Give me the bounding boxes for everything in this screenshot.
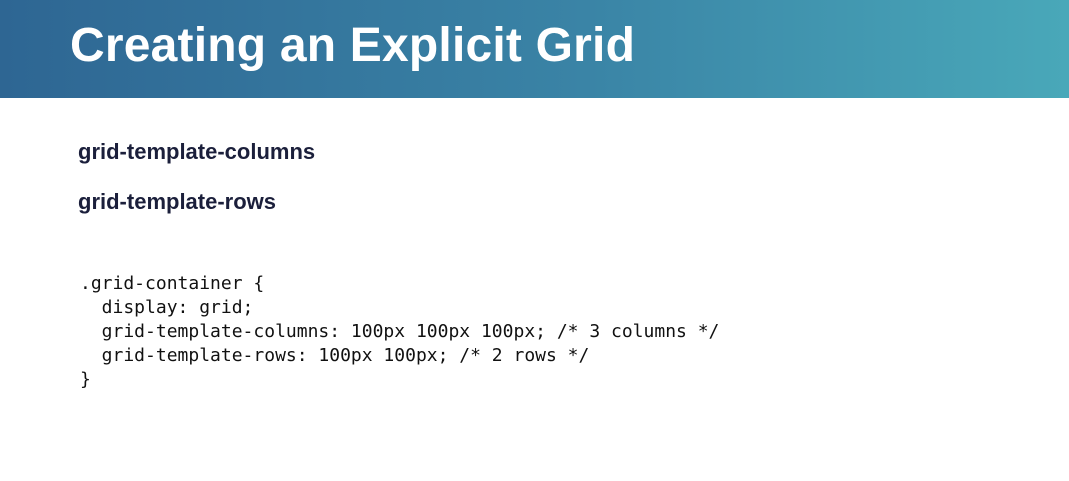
code-line: } bbox=[80, 369, 91, 390]
slide-title: Creating an Explicit Grid bbox=[70, 19, 636, 72]
code-line: display: grid; bbox=[80, 297, 254, 318]
title-bar: Creating an Explicit Grid bbox=[0, 0, 1069, 98]
code-line: grid-template-rows: 100px 100px; /* 2 ro… bbox=[80, 345, 590, 366]
code-line: grid-template-columns: 100px 100px 100px… bbox=[80, 321, 720, 342]
code-line: .grid-container { bbox=[80, 273, 265, 294]
property-grid-template-columns: grid-template-columns bbox=[78, 139, 316, 164]
code-example: .grid-container { display: grid; grid-te… bbox=[80, 272, 719, 392]
property-grid-template-rows: grid-template-rows bbox=[78, 189, 277, 214]
